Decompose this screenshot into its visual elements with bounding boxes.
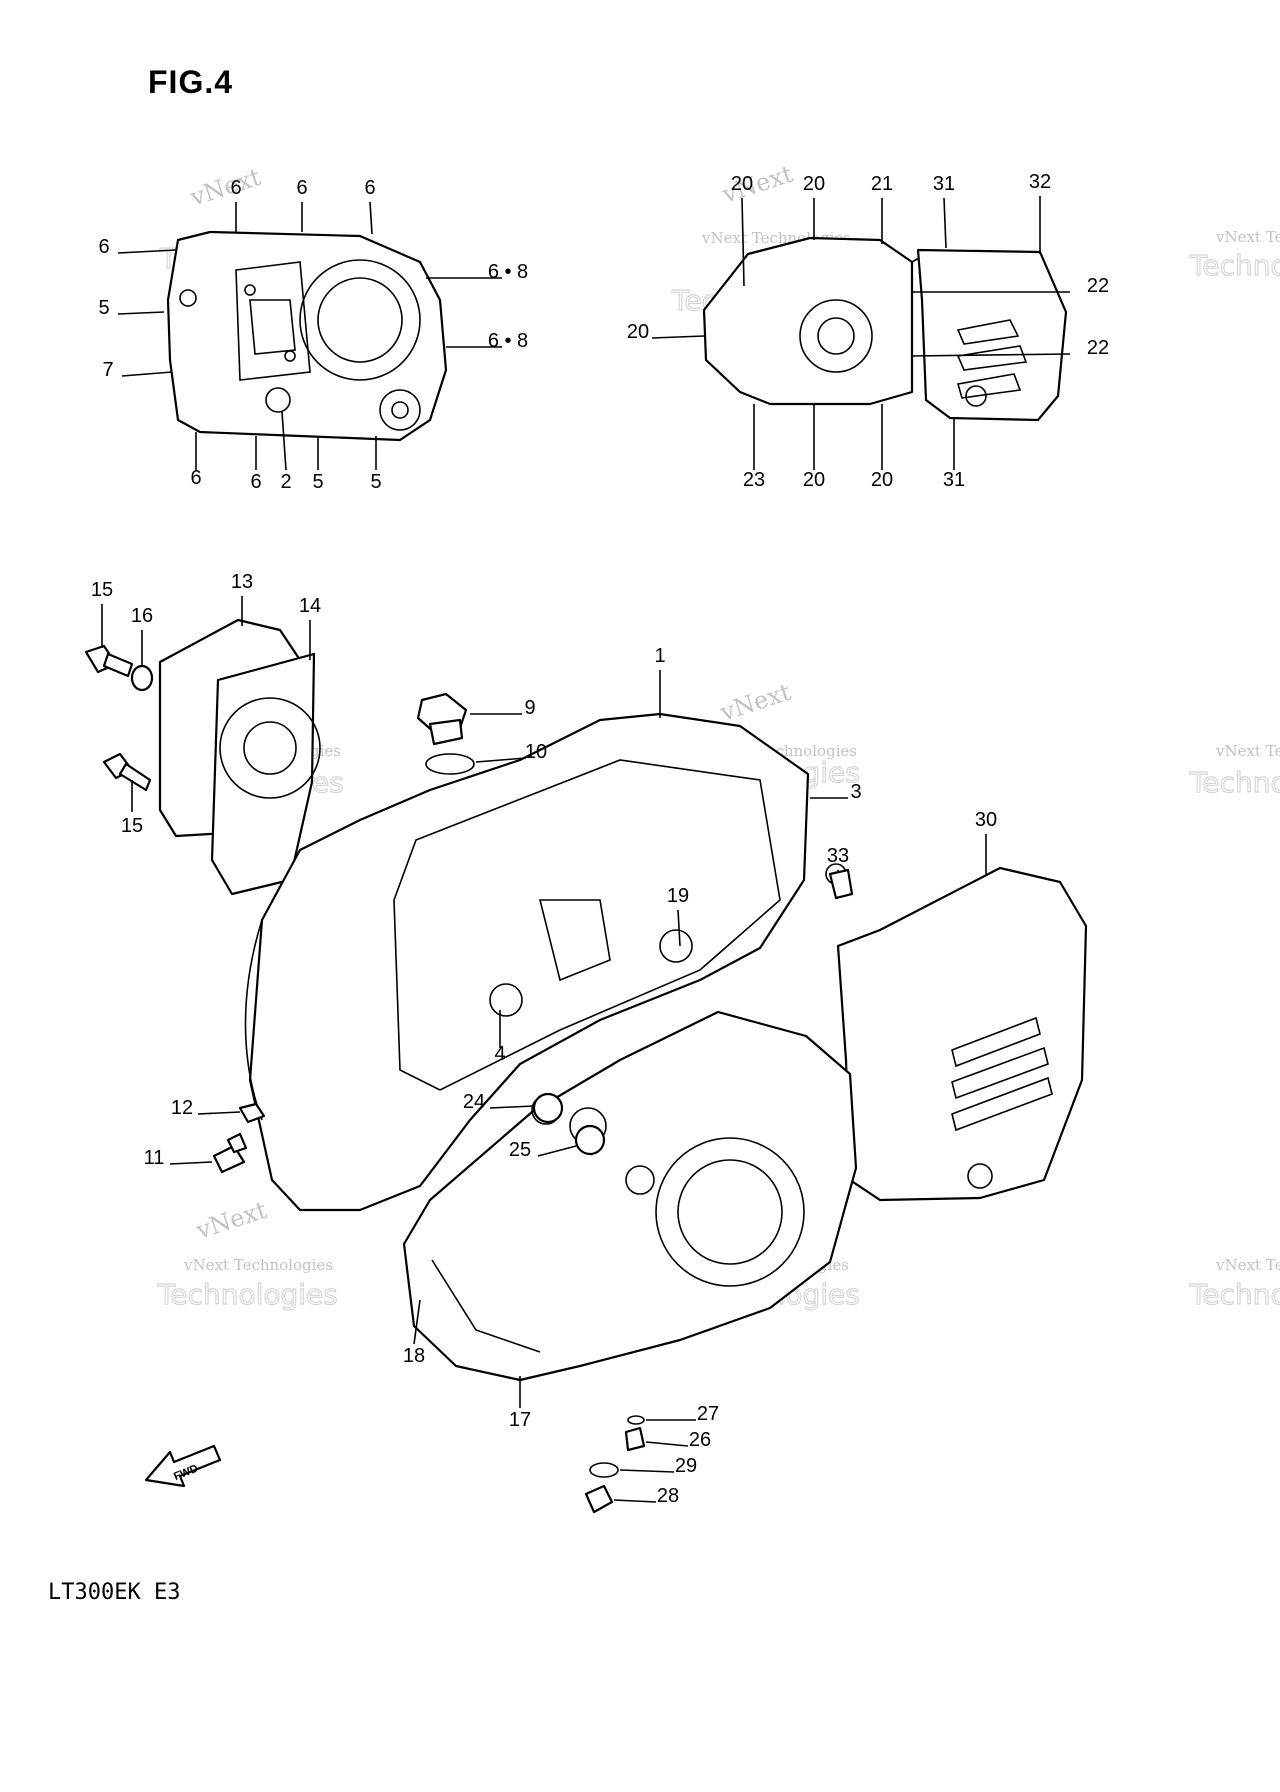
callout-c20c: 20 (627, 321, 649, 343)
callout-c24: 24 (463, 1091, 485, 1113)
callout-c13: 13 (231, 571, 253, 593)
washer-29 (589, 1462, 619, 1478)
callout-c26: 26 (689, 1429, 711, 1451)
oil-filler-cap (416, 692, 468, 746)
callout-c29: 29 (675, 1455, 697, 1477)
callout-c28: 28 (657, 1485, 679, 1507)
callout-c2: 2 (280, 471, 291, 493)
callout-c18: 18 (403, 1345, 425, 1367)
callout-c17: 17 (509, 1409, 531, 1431)
callout-c5c: 5 (370, 471, 381, 493)
callout-c6c: 6 (364, 177, 375, 199)
bolt-11 (212, 1132, 248, 1174)
watermark-text: vNext Technologies (1215, 742, 1280, 760)
callout-c5a: 5 (98, 297, 109, 319)
callout-c3: 3 (850, 781, 861, 803)
washer-27 (627, 1415, 645, 1425)
callout-c20b: 20 (803, 173, 825, 195)
callout-c68b: 6 • 8 (488, 330, 528, 352)
leader-lines (101, 196, 1071, 1503)
bolt-15-upper (84, 644, 134, 678)
o-ring-10 (425, 753, 475, 775)
drain-plug-28 (584, 1484, 614, 1514)
figure-title: FIG.4 (148, 64, 234, 100)
callout-c23: 23 (743, 469, 765, 491)
callout-c25: 25 (509, 1139, 531, 1161)
callout-c15a: 15 (91, 579, 113, 601)
callout-c27: 27 (697, 1403, 719, 1425)
callout-c19: 19 (667, 885, 689, 907)
watermark-text: Technologies (1189, 1278, 1280, 1311)
callout-c16: 16 (131, 605, 153, 627)
bolt-15-lower (102, 752, 152, 792)
callout-c20d: 20 (803, 469, 825, 491)
callout-c6a: 6 (230, 177, 241, 199)
screw-26 (624, 1426, 646, 1452)
callout-c20a: 20 (731, 173, 753, 195)
plug-25 (574, 1124, 606, 1156)
callout-c31b: 31 (943, 469, 965, 491)
callout-c12: 12 (171, 1097, 193, 1119)
callout-c7: 7 (102, 359, 113, 381)
callout-c6e: 6 (190, 467, 201, 489)
washer-12 (238, 1102, 266, 1124)
watermark-text: vNext (186, 163, 264, 212)
model-code: LT300EK E3 (48, 1580, 181, 1605)
callout-c15b: 15 (121, 815, 143, 837)
callout-c1: 1 (654, 645, 665, 667)
clutch-cover (166, 230, 448, 442)
watermark-text: Technologies (1189, 249, 1280, 282)
callout-c22b: 22 (1087, 337, 1109, 359)
crankcase (244, 712, 847, 1212)
callout-c32: 32 (1029, 171, 1051, 193)
watermark-text: vNext (718, 160, 796, 209)
watermark-text: vNext (192, 1196, 270, 1245)
watermark-text: vNext Technologies (1215, 1256, 1280, 1274)
magneto-cover (702, 236, 927, 406)
fwd-arrow: FWD (144, 1444, 222, 1488)
callout-c10: 10 (525, 741, 547, 763)
side-cover-30 (836, 866, 1088, 1202)
callout-c9: 9 (524, 697, 535, 719)
clutch-cover-lower (402, 1010, 858, 1382)
watermark-text: vNext Technologies (1215, 228, 1280, 246)
watermark-text: vNext (716, 678, 794, 727)
callout-c4: 4 (494, 1043, 505, 1065)
callout-c31a: 31 (933, 173, 955, 195)
callout-c30: 30 (975, 809, 997, 831)
watermark-text: Technologies (1189, 766, 1280, 799)
callout-c21: 21 (871, 173, 893, 195)
bolt-24 (532, 1092, 564, 1124)
callout-c11: 11 (144, 1147, 165, 1169)
callout-c20e: 20 (871, 469, 893, 491)
callout-c33: 33 (827, 845, 849, 867)
callout-c22a: 22 (1087, 275, 1109, 297)
callout-c6f: 6 (250, 471, 261, 493)
callout-c68a: 6 • 8 (488, 261, 528, 283)
dowel-33 (828, 868, 854, 900)
watermark-text: vNext Technologies (183, 1256, 333, 1274)
watermark-text: Technologies (157, 1278, 338, 1311)
callout-c14: 14 (299, 595, 321, 617)
callout-c6d: 6 (98, 236, 109, 258)
starter-cover (916, 248, 1068, 422)
callout-c6b: 6 (296, 177, 307, 199)
washer-16 (130, 664, 154, 692)
cover-plate (158, 618, 321, 896)
callout-c5b: 5 (312, 471, 323, 493)
